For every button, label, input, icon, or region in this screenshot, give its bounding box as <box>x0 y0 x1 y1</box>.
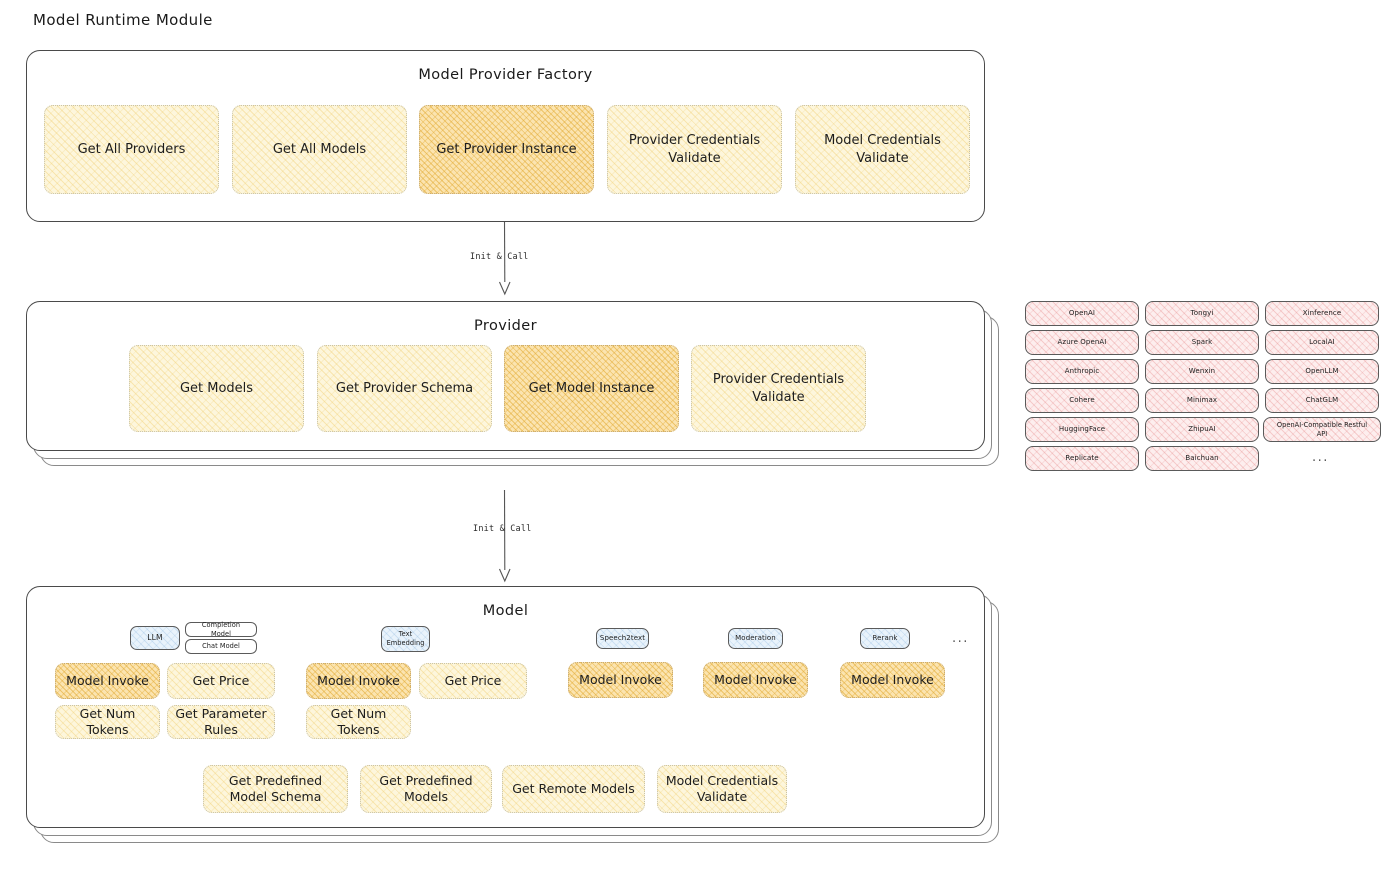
model-op-llm-model-invoke[interactable]: Model Invoke <box>55 663 160 699</box>
model-op-text-embedding-model-invoke[interactable]: Model Invoke <box>306 663 411 699</box>
model-op-llm-get-parameter-rules[interactable]: Get Parameter Rules <box>167 705 275 739</box>
provider-chip-localai[interactable]: LocalAI <box>1265 330 1379 355</box>
provider-title: Provider <box>474 318 537 334</box>
model-sub-badge-chat-model[interactable]: Chat Model <box>185 639 257 654</box>
model-op-moderation-model-invoke[interactable]: Model Invoke <box>703 662 808 698</box>
provider-chip-openai[interactable]: OpenAI <box>1025 301 1139 326</box>
arrow-factory-to-provider <box>498 222 511 296</box>
provider-chip-chatglm[interactable]: ChatGLM <box>1265 388 1379 413</box>
arrow-label-init-call-2: Init & Call <box>473 524 532 534</box>
factory-item-model-credentials-validate[interactable]: Model Credentials Validate <box>795 105 970 194</box>
model-type-badge-moderation[interactable]: Moderation <box>728 628 783 649</box>
provider-chip-xinference[interactable]: Xinference <box>1265 301 1379 326</box>
provider-chip-azure-openai[interactable]: Azure OpenAI <box>1025 330 1139 355</box>
model-op-speech2text-model-invoke[interactable]: Model Invoke <box>568 662 673 698</box>
model-type-badge-rerank[interactable]: Rerank <box>860 628 910 649</box>
page-title: Model Runtime Module <box>33 11 213 29</box>
model-common-op-get-predefined-models[interactable]: Get Predefined Models <box>360 765 492 813</box>
arrow-provider-to-model <box>498 490 511 583</box>
provider-chip-openllm[interactable]: OpenLLM <box>1265 359 1379 384</box>
factory-item-get-all-models[interactable]: Get All Models <box>232 105 407 194</box>
model-type-badge-llm[interactable]: LLM <box>130 626 180 650</box>
provider-item-provider-credentials-validate[interactable]: Provider Credentials Validate <box>691 345 866 432</box>
factory-title: Model Provider Factory <box>418 67 593 83</box>
provider-chip-spark[interactable]: Spark <box>1145 330 1259 355</box>
factory-item-get-all-providers[interactable]: Get All Providers <box>44 105 219 194</box>
model-common-op-get-predefined-model-schema[interactable]: Get Predefined Model Schema <box>203 765 348 813</box>
model-op-llm-get-num-tokens[interactable]: Get Num Tokens <box>55 705 160 739</box>
model-sub-badge-completion-model[interactable]: Completion Model <box>185 621 257 638</box>
model-title: Model <box>482 603 529 619</box>
provider-chip-baichuan[interactable]: Baichuan <box>1145 446 1259 471</box>
model-type-badge-text-embedding[interactable]: Text Embedding <box>381 626 430 652</box>
provider-list-more: ... <box>1312 450 1329 465</box>
provider-chip-openai-compatible-restful-api[interactable]: OpenAI-Compatible Restful API <box>1263 417 1381 442</box>
provider-chip-cohere[interactable]: Cohere <box>1025 388 1139 413</box>
provider-chip-tongyi[interactable]: Tongyi <box>1145 301 1259 326</box>
model-type-badge-speech2text[interactable]: Speech2text <box>596 628 649 649</box>
provider-chip-wenxin[interactable]: Wenxin <box>1145 359 1259 384</box>
provider-item-get-provider-schema[interactable]: Get Provider Schema <box>317 345 492 432</box>
provider-chip-replicate[interactable]: Replicate <box>1025 446 1139 471</box>
arrow-label-init-call-1: Init & Call <box>470 252 529 262</box>
model-common-op-model-credentials-validate[interactable]: Model Credentials Validate <box>657 765 787 813</box>
provider-chip-huggingface[interactable]: HuggingFace <box>1025 417 1139 442</box>
model-types-more: ... <box>952 631 969 646</box>
model-op-llm-get-price[interactable]: Get Price <box>167 663 275 699</box>
model-common-op-get-remote-models[interactable]: Get Remote Models <box>502 765 645 813</box>
provider-item-get-models[interactable]: Get Models <box>129 345 304 432</box>
provider-chip-zhipuai[interactable]: ZhipuAI <box>1145 417 1259 442</box>
provider-item-get-model-instance[interactable]: Get Model Instance <box>504 345 679 432</box>
model-op-text-embedding-get-price[interactable]: Get Price <box>419 663 527 699</box>
factory-item-provider-credentials-validate[interactable]: Provider Credentials Validate <box>607 105 782 194</box>
factory-item-get-provider-instance[interactable]: Get Provider Instance <box>419 105 594 194</box>
provider-chip-anthropic[interactable]: Anthropic <box>1025 359 1139 384</box>
provider-chip-minimax[interactable]: Minimax <box>1145 388 1259 413</box>
model-op-text-embedding-get-num-tokens[interactable]: Get Num Tokens <box>306 705 411 739</box>
model-op-rerank-model-invoke[interactable]: Model Invoke <box>840 662 945 698</box>
